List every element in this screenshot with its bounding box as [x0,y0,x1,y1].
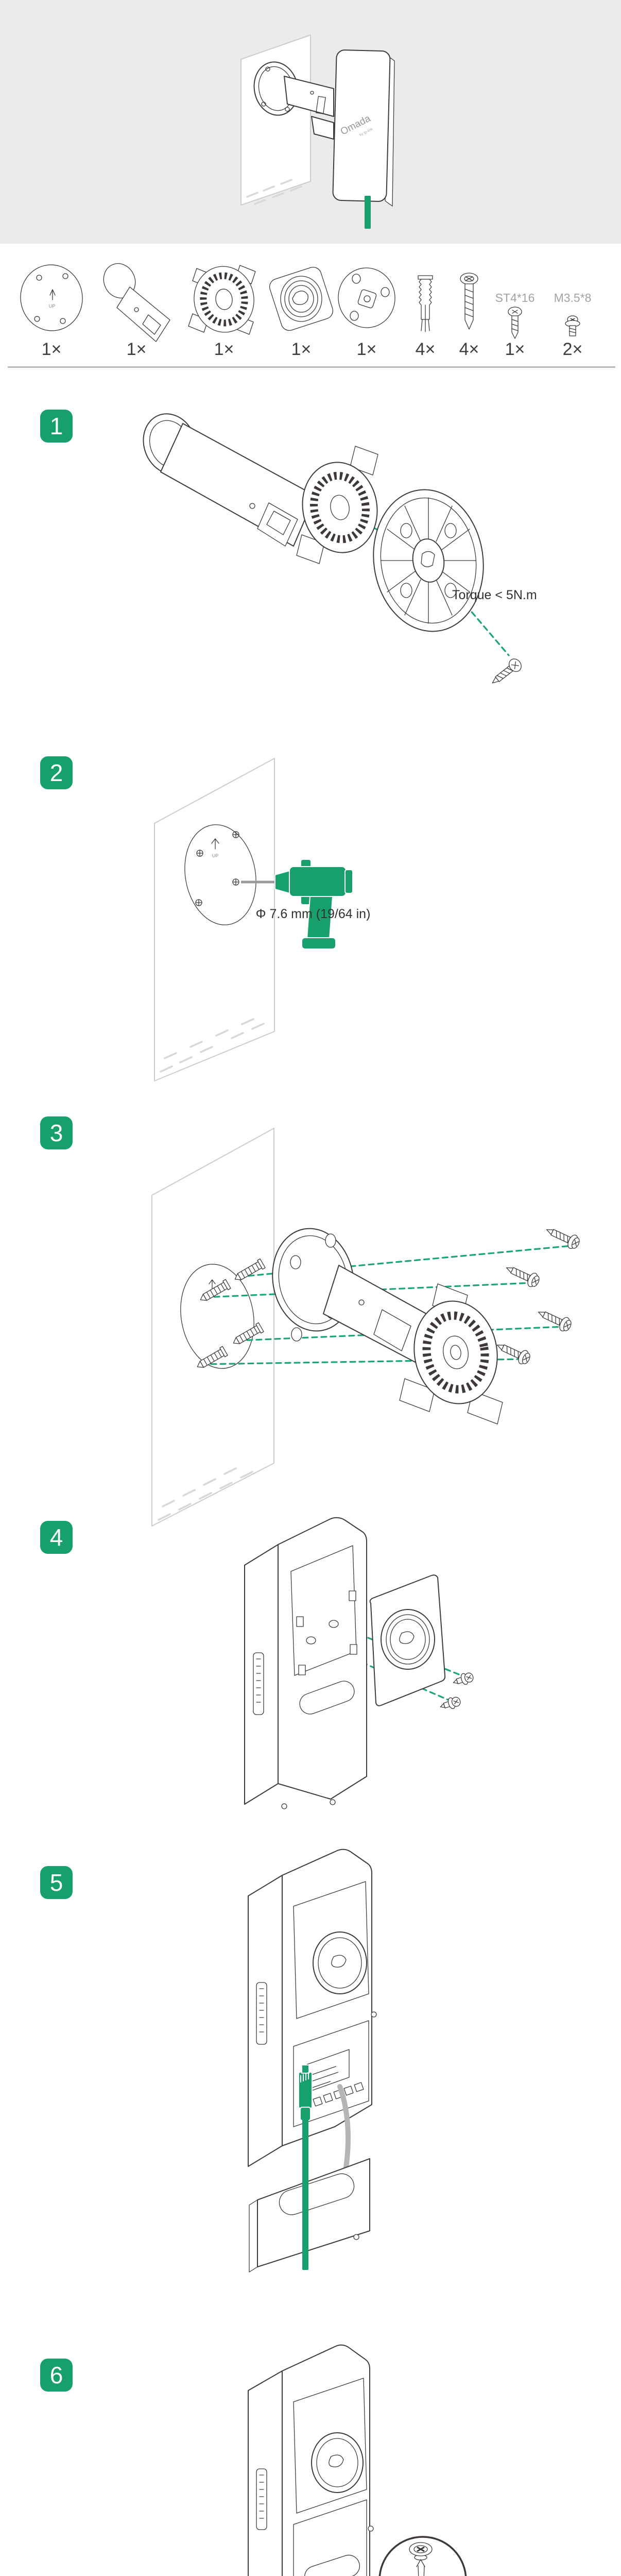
drill [241,859,353,950]
mounting-arm-icon [103,263,170,342]
part-count: 1× [505,340,525,359]
mounting-arm [143,413,316,547]
template-up-label: UP [212,853,219,858]
step-3-illustration: UP [151,1128,582,1527]
bottom-cover-detached [249,2158,370,2273]
step-3-badge: 3 [40,1116,73,1149]
screwdriver-detail-circle [378,2536,467,2576]
lock-wheel [296,446,378,564]
part-count: 1× [42,340,62,359]
step-2-illustration: UP Φ 7.6 mm (19/64 in) [154,758,371,1081]
ethernet-cable-plug [298,2064,313,2270]
screw [492,658,522,684]
step-1-badge: 1 [40,410,73,443]
step-4-illustration [244,1517,474,1809]
wall-screw-icon [460,273,478,330]
device-back-open [248,1849,377,2167]
lock-wheel-icon [188,265,256,335]
ribbon-cable [337,2084,351,2177]
m35-screw-label: M3.5*8 [554,291,592,304]
round-mounting-plate-icon: UP [20,264,83,331]
led-label [253,1652,264,1715]
adapter-plate-icon [269,266,334,331]
step-1-illustration: Torque < 5N.m [143,413,537,684]
led-label [256,1982,267,2045]
wall-bricks [158,1467,253,1521]
drill-template: UP [184,824,256,925]
part-count: 4× [459,340,479,359]
bracket-assembly [272,1228,503,1425]
screwdriver [416,2559,425,2576]
part-count: 2× [563,340,583,359]
screws [494,1223,582,1367]
hero-ethernet-cable [365,196,371,229]
step-2-badge: 2 [40,756,73,789]
device-back-closed [248,2344,374,2576]
hero-mount-arm [284,76,334,140]
hero-illustration: Omada by tp-link [240,35,395,229]
hero-device: Omada by tp-link [332,49,395,207]
part-count: 1× [127,340,147,359]
spoke-wheel [373,489,484,632]
step-4-badge: 4 [40,1521,73,1554]
torque-annotation: Torque < 5N.m [452,588,537,602]
m35-screws [440,1672,474,1709]
parts-list: UP [20,263,592,359]
m35-screw-icon [565,315,580,336]
part-count: 1× [214,340,234,359]
part-count: 1× [357,340,377,359]
hero-wall [240,35,311,206]
led-label [256,2468,267,2530]
ethernet-cable [302,2120,308,2270]
plate-up-label: UP [49,303,56,309]
step-6-badge: 6 [40,2359,73,2392]
hero-wall-bricks [246,179,302,205]
part-count: 4× [416,340,436,359]
base-disk-icon [338,267,395,328]
adapter-ring [313,1931,367,1994]
step-6-illustration [248,2344,467,2576]
device-back [244,1517,367,1809]
drill-diameter-annotation: Φ 7.6 mm (19/64 in) [256,907,371,921]
section-divider [8,366,615,368]
step-5-illustration [248,1849,377,2273]
adapter-ring [311,2432,364,2493]
wall-anchor-icon [418,275,433,332]
st4-screw-icon [508,307,522,339]
step-5-badge: 5 [40,1866,73,1899]
wall-bricks [160,1018,265,1073]
adapter-plate [369,1574,446,1706]
part-count: 1× [291,340,312,359]
screw-posts [306,1620,339,1645]
st4-screw-label: ST4*16 [495,291,535,304]
